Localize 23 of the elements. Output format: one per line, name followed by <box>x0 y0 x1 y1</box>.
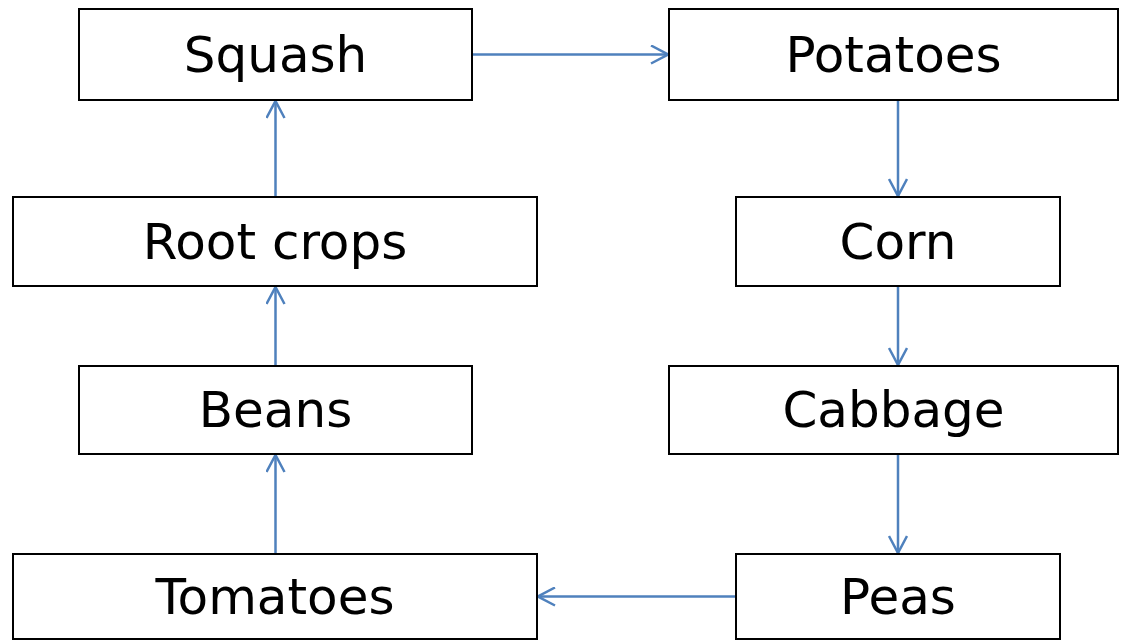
process-box <box>735 553 1061 640</box>
arrow <box>887 101 909 198</box>
box-label: Tomatoes <box>155 567 395 626</box>
process-box <box>668 365 1119 455</box>
arrow <box>265 453 286 553</box>
box-label: Corn <box>839 212 957 271</box>
arrow <box>887 287 909 367</box>
box-label: Cabbage <box>782 381 1005 439</box>
arrow <box>265 99 286 196</box>
arrow <box>473 44 670 65</box>
box-label: Peas <box>840 567 956 626</box>
process-box <box>78 365 473 455</box>
process-box <box>735 196 1061 287</box>
process-box <box>12 196 538 287</box>
box-label: Root crops <box>142 212 408 271</box>
process-box <box>668 8 1119 101</box>
process-box <box>78 8 473 101</box>
box-label: Squash <box>183 25 368 84</box>
process-box <box>12 553 538 640</box>
box-label: Potatoes <box>785 25 1002 84</box>
box-label: Beans <box>198 381 353 439</box>
arrow <box>265 285 286 365</box>
arrow <box>887 455 909 555</box>
